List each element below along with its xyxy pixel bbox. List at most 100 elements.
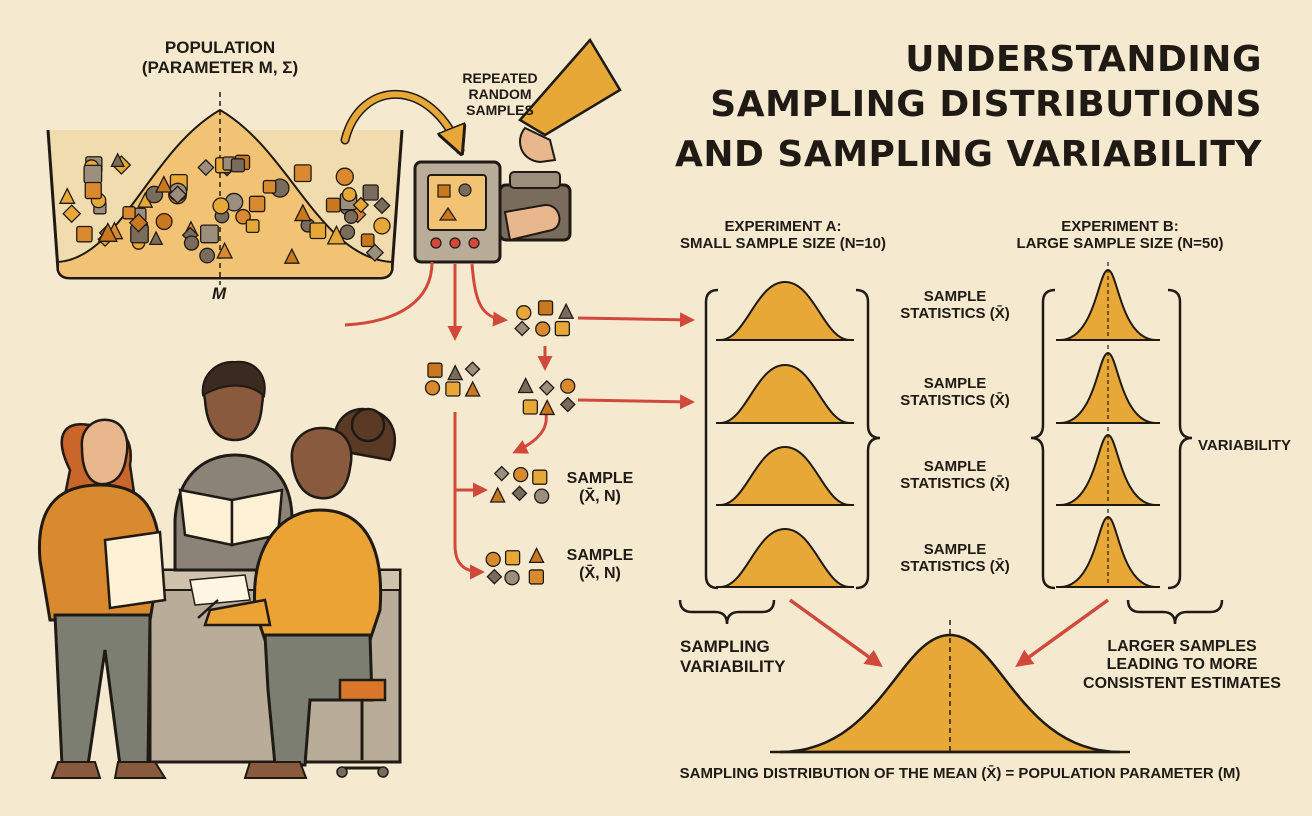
sample-shape (283, 247, 300, 264)
sample-shape (365, 243, 385, 262)
sample-statistics-line-2: STATISTICS (x̄) (900, 558, 1010, 576)
sample-shape (513, 466, 529, 483)
experiment-b-label: EXPERIMENT B: LARGE SAMPLE SIZE (n=50) (1000, 218, 1240, 253)
sample-label-line-1: SAMPLE (566, 547, 634, 564)
sample-shape (183, 235, 200, 251)
sample-shape (199, 247, 216, 264)
sample-shape (200, 224, 219, 244)
population-label: POPULATION (PARAMETER μ, σ) (130, 38, 310, 77)
larger-samples-line-3: CONSISTENT ESTIMATES (1083, 674, 1281, 692)
sample-label-line-1: SAMPLE (566, 470, 634, 487)
population-bin (46, 92, 404, 285)
sample-shape (155, 175, 173, 193)
sample-shape (76, 225, 93, 243)
sample-shape (216, 241, 234, 259)
title-line-3: AND SAMPLING VARIABILITY (675, 134, 1262, 175)
repeated-random-samples-label: REPEATED RANDOM SAMPLES (450, 70, 550, 118)
sample-shape (339, 224, 356, 240)
sample-shape (58, 187, 76, 204)
sample-statistics-line-2: STATISTICS (x̄) (900, 475, 1010, 493)
sample-shape (464, 380, 481, 397)
sample-shape (343, 209, 359, 224)
sample-shape (528, 546, 545, 564)
experiment-a-curves (716, 280, 854, 588)
larger-samples-label: LARGER SAMPLES LEADING TO MORE CONSISTEN… (1062, 638, 1302, 693)
sample-shape (122, 206, 136, 220)
sample-statistics-line-1: SAMPLE (923, 375, 987, 392)
sample-shape (514, 320, 530, 337)
sample-shape (532, 469, 548, 485)
sample-shape (486, 568, 503, 585)
population-mean-label: μ (212, 284, 227, 303)
sample-shape (534, 488, 550, 504)
sample-statistics-label: SAMPLE STATISTICS (x̄) (890, 458, 1020, 493)
variability-label: VARIABILITY (1198, 437, 1292, 454)
bell-curve (719, 445, 851, 506)
sample-label-line-2: (x̄, n) (579, 565, 621, 583)
sample-shape (489, 486, 506, 503)
sample-shape (148, 230, 164, 246)
title-line-2: SAMPLING DISTRIBUTIONS (710, 84, 1262, 125)
bell-curve (719, 363, 851, 424)
sample-shape (447, 364, 464, 381)
sample-shape (522, 399, 538, 415)
sample-shape (538, 379, 555, 396)
repeated-samples-line-3: SAMPLES (466, 102, 534, 119)
sample-statistics-line-2: STATISTICS (x̄) (900, 305, 1010, 323)
sample-shape (424, 380, 441, 396)
sampling-variability-line-2: VARIABILITY (680, 656, 786, 676)
sample-shape (362, 184, 379, 201)
sample-shape (539, 398, 556, 416)
population-shapes (58, 152, 391, 264)
experiment-b-line-1: EXPERIMENT B: (1061, 218, 1179, 235)
sample-shape (493, 465, 510, 482)
sample-shape (230, 158, 246, 173)
sampling-machine (413, 37, 622, 264)
sample-shape (528, 569, 544, 585)
sample-shape (558, 302, 575, 319)
sample-shape (445, 381, 461, 397)
sample-shape (309, 222, 327, 240)
sample-shape (516, 305, 532, 321)
sample-shape (262, 179, 277, 194)
population-label-line-1: POPULATION (164, 38, 276, 57)
title-line-1: UNDERSTANDING (905, 39, 1262, 80)
arrow-to-left (344, 261, 434, 327)
sample-label: SAMPLE (x̄, n) (555, 547, 645, 584)
sample-statistics-line-1: SAMPLE (923, 288, 987, 305)
sample-shape (197, 158, 215, 177)
sample-shape (559, 396, 576, 413)
sample-shape (293, 164, 312, 183)
sample-shape (245, 219, 260, 234)
experiment-b-line-2: LARGE SAMPLE SIZE (n=50) (1016, 235, 1224, 253)
sample-shape (485, 551, 501, 568)
sampling-arrow (342, 91, 460, 150)
sample-shape (97, 222, 118, 242)
sample-shape (360, 233, 375, 248)
sample-shape (212, 197, 230, 215)
sampling-distribution-curve (770, 620, 1130, 754)
experiment-b-curves (1056, 262, 1160, 588)
sampling-distribution-caption: SAMPLING DISTRIBUTION OF THE MEAN (x̄) =… (679, 765, 1241, 782)
repeated-samples-line-1: REPEATED (462, 70, 538, 86)
sample-shape (83, 164, 103, 184)
sample-statistics-label: SAMPLE STATISTICS (x̄) (890, 288, 1020, 323)
repeated-samples-line-2: RANDOM (468, 86, 532, 103)
sample-statistics-label: SAMPLE STATISTICS (x̄) (890, 541, 1020, 576)
bell-curve (719, 280, 851, 341)
sample-statistics-line-2: STATISTICS (x̄) (900, 392, 1010, 410)
sample-shape (84, 181, 102, 200)
bell-curve (719, 527, 851, 588)
larger-samples-line-2: LEADING TO MORE (1106, 656, 1258, 674)
sample-shape (326, 224, 347, 245)
sample-shape (504, 570, 520, 586)
sample-shape (554, 320, 570, 337)
sample-shape (511, 485, 528, 502)
sample-shape (517, 377, 534, 394)
experiment-a-line-1: EXPERIMENT A: (724, 218, 842, 235)
sampling-variability-label: SAMPLING VARIABILITY (680, 637, 785, 676)
sample-shape (110, 152, 125, 167)
sample-shape (535, 321, 551, 337)
students-scene (37, 360, 402, 779)
